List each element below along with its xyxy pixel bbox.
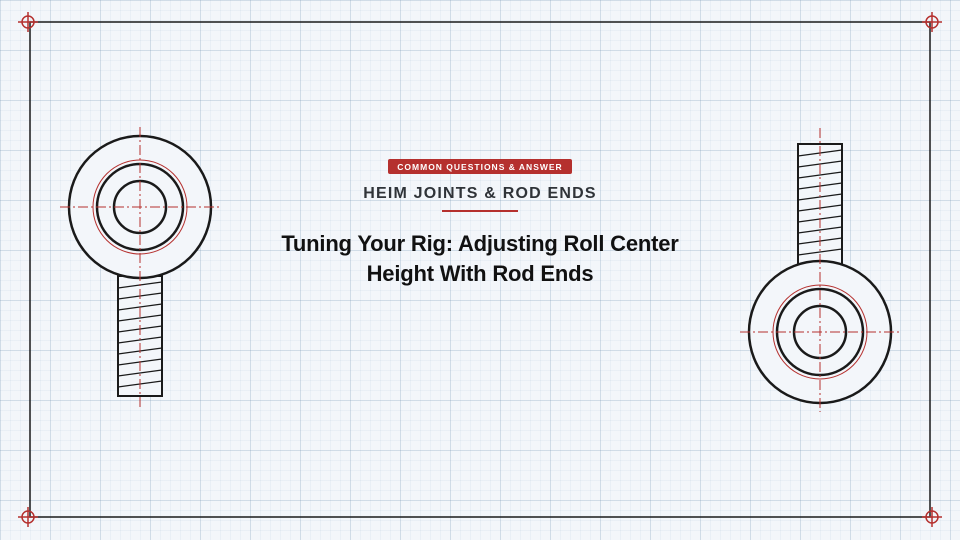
title-card: COMMON QUESTIONS & ANSWER HEIM JOINTS & … [230, 157, 730, 289]
rod-end-left-icon [60, 127, 220, 408]
page-title: Tuning Your Rig: Adjusting Roll Center H… [230, 229, 730, 289]
registration-mark-icon [18, 12, 38, 32]
accent-divider [442, 210, 518, 212]
title-line-1: Tuning Your Rig: Adjusting Roll Center [281, 231, 679, 256]
title-line-2: Height With Rod Ends [366, 261, 594, 286]
section-badge: COMMON QUESTIONS & ANSWER [388, 159, 572, 174]
registration-mark-icon [18, 507, 38, 527]
drawing-frame [29, 21, 931, 518]
category-heading: HEIM JOINTS & ROD ENDS [363, 185, 597, 202]
rod-end-right-icon [740, 128, 900, 412]
registration-mark-icon [922, 507, 942, 527]
registration-mark-icon [922, 12, 942, 32]
